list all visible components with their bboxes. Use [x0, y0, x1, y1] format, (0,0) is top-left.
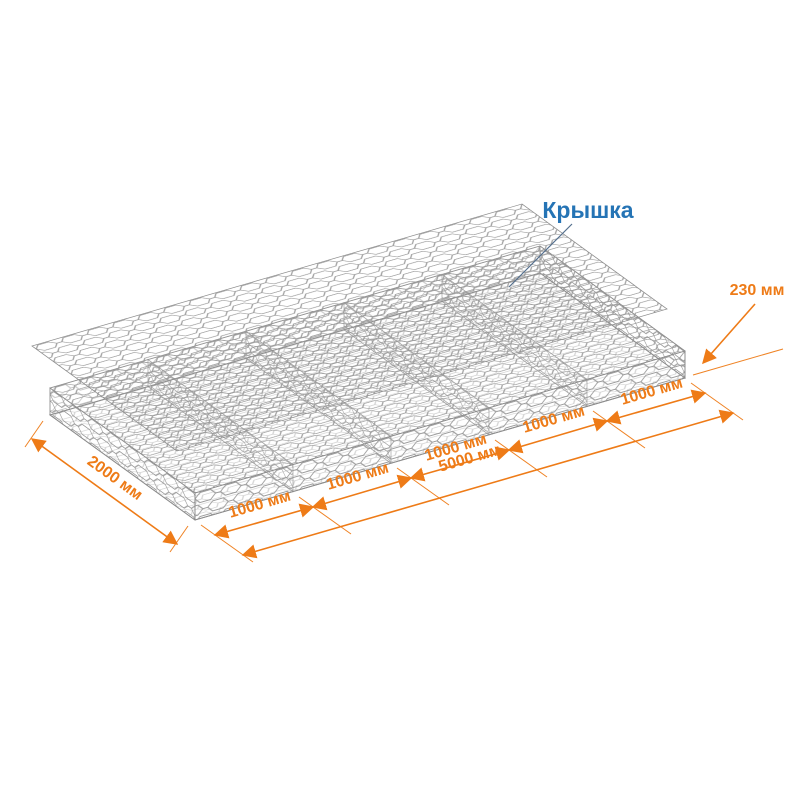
width-dimension-line — [30, 438, 179, 545]
length-dimension-line — [241, 409, 735, 559]
height-extension-line — [692, 348, 784, 376]
height-leader-arrow — [702, 303, 756, 365]
lid-callout-label: Крышка — [542, 197, 633, 223]
lid-callout-line — [508, 223, 573, 288]
height-dimension-label: 230 мм — [730, 282, 785, 299]
width-extension-lines — [24, 420, 189, 553]
lid-mesh — [31, 203, 668, 452]
